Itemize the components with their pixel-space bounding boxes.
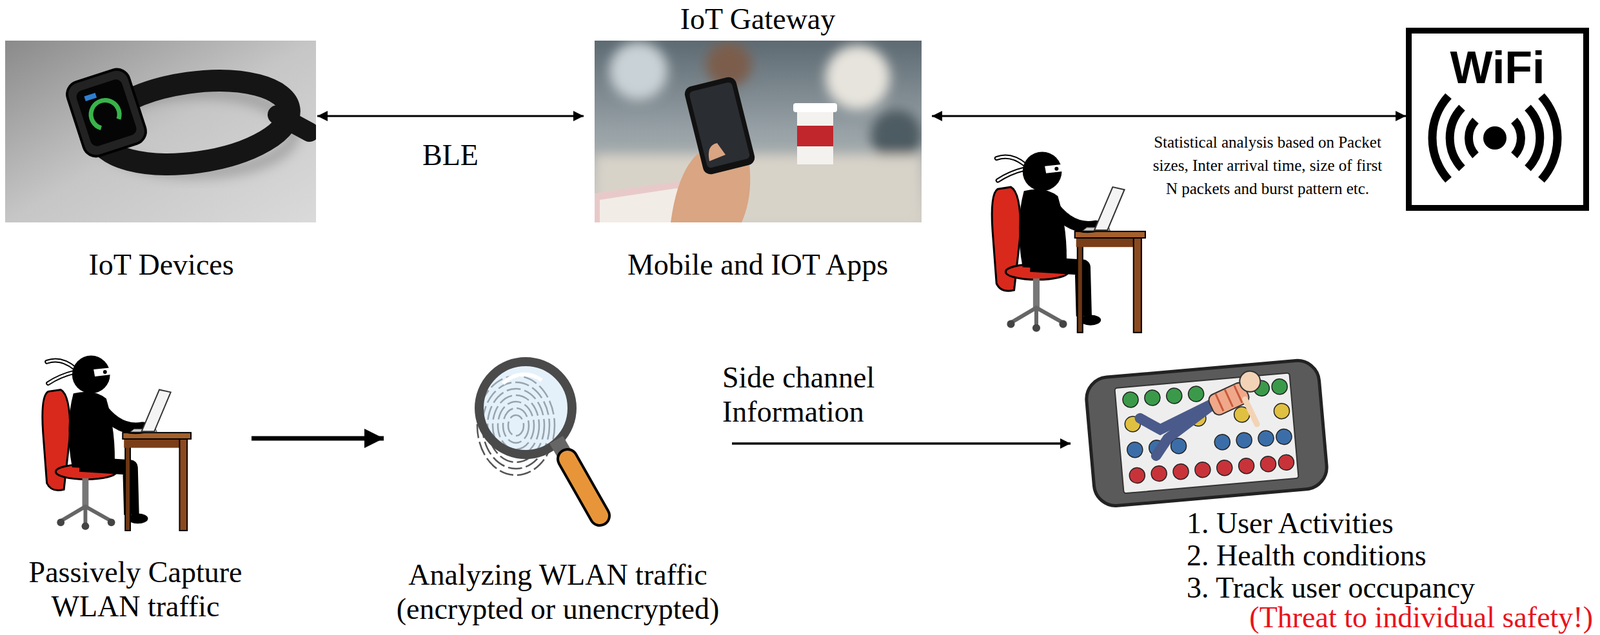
magnifier-icon [503,374,542,384]
phone-icon [1238,370,1262,393]
phone-icon [1277,454,1295,471]
wifi-symbol [1449,107,1462,169]
phone-icon [1245,398,1257,425]
magnifier-icon [567,459,600,516]
phone-icon [1172,463,1190,481]
note-text: Statistical analysis based on Packet siz… [1146,130,1389,201]
wifi-symbol [1541,96,1558,180]
watch-photo [63,65,149,160]
phone-icon [1144,389,1161,407]
phone-icon [1126,441,1144,459]
list-item: 1. User Activities [1186,508,1394,540]
gateway-photo: IoT GatewayMobile and IOT Apps [583,0,932,287]
list-item: 2. Health conditions [1186,540,1427,572]
magnifier-icon [567,459,600,516]
magnifier-icon [477,361,600,516]
phone-figure: 1. User Activities2. Health conditions3.… [1070,355,1596,634]
phone-icon [1194,461,1212,479]
cafe-photo [594,41,922,223]
phone-icon [1151,401,1221,456]
wifi-symbol [1483,126,1507,150]
phone-icon [1213,434,1231,451]
phone-icon [1275,428,1293,445]
phone-icon [1128,467,1146,485]
analysis-figure: Analyzing WLAN traffic (encrypted or une… [383,357,732,629]
phone-icon [1114,372,1299,494]
wifi-box: WiFi [1405,27,1590,211]
warning-text: (Threat to individual safety!) [1249,602,1593,634]
cafe-photo [793,103,838,113]
watch-photo [5,40,317,223]
attacker-figure: Passively Capture WLAN traffic [19,332,252,626]
cafe-photo [708,143,726,162]
node-label: IoT Devices [5,248,318,283]
phone-icon [1165,387,1183,405]
phone-icon [1257,430,1275,447]
phone-icon [1214,385,1243,412]
cafe-photo [609,41,668,100]
cafe-photo [594,154,922,223]
wifi-symbol [1469,120,1476,156]
node-label: Analyzing WLAN traffic (encrypted or une… [383,558,732,627]
cafe-photo [682,75,756,177]
cafe-photo [688,81,751,169]
cafe-photo [797,109,834,165]
attacker-figure [991,151,1146,333]
phone-icon [1260,455,1277,473]
attacker-figure [42,355,191,531]
phone-icon [1122,391,1139,409]
node-label: Mobile and IOT Apps [583,248,932,283]
watch-photo [277,114,310,133]
phone-icon [1216,459,1234,477]
phone-icon [1084,359,1329,509]
watch-photo [63,65,149,160]
wifi-symbol [1527,107,1541,169]
arrow-connector [931,115,1406,118]
node-label: Passively Capture WLAN traffic [19,555,252,625]
watch-photo [5,40,317,223]
edge-label: BLE [422,138,479,173]
phone-icon [1238,457,1255,475]
cafe-photo [825,45,890,110]
watch-photo [74,78,139,148]
arrow-connector [251,436,384,442]
wifi-symbol [1514,120,1521,156]
watch-photo [83,92,97,102]
phone-icon [1271,378,1288,396]
phone-icon [1235,432,1253,449]
device-photo: IoT Devices [5,35,318,284]
phone-icon [1150,465,1168,483]
wifi-symbol [1432,96,1449,180]
wifi-symbol [1432,96,1558,180]
watch-photo [87,96,122,131]
list-item: 3. Track user occupancy [1186,572,1475,604]
arrow-connector [317,115,584,118]
edge-label: Side channel Information [722,361,910,430]
node-label: WiFi [1411,41,1584,95]
cafe-photo [594,40,922,223]
phone-icon [1084,359,1329,509]
node-heading: IoT Gateway [583,2,932,37]
phone-icon [1187,385,1205,403]
cafe-photo [797,125,834,147]
arrow-connector [731,442,1071,445]
phone-icon [1273,403,1290,420]
cafe-photo [870,109,922,162]
